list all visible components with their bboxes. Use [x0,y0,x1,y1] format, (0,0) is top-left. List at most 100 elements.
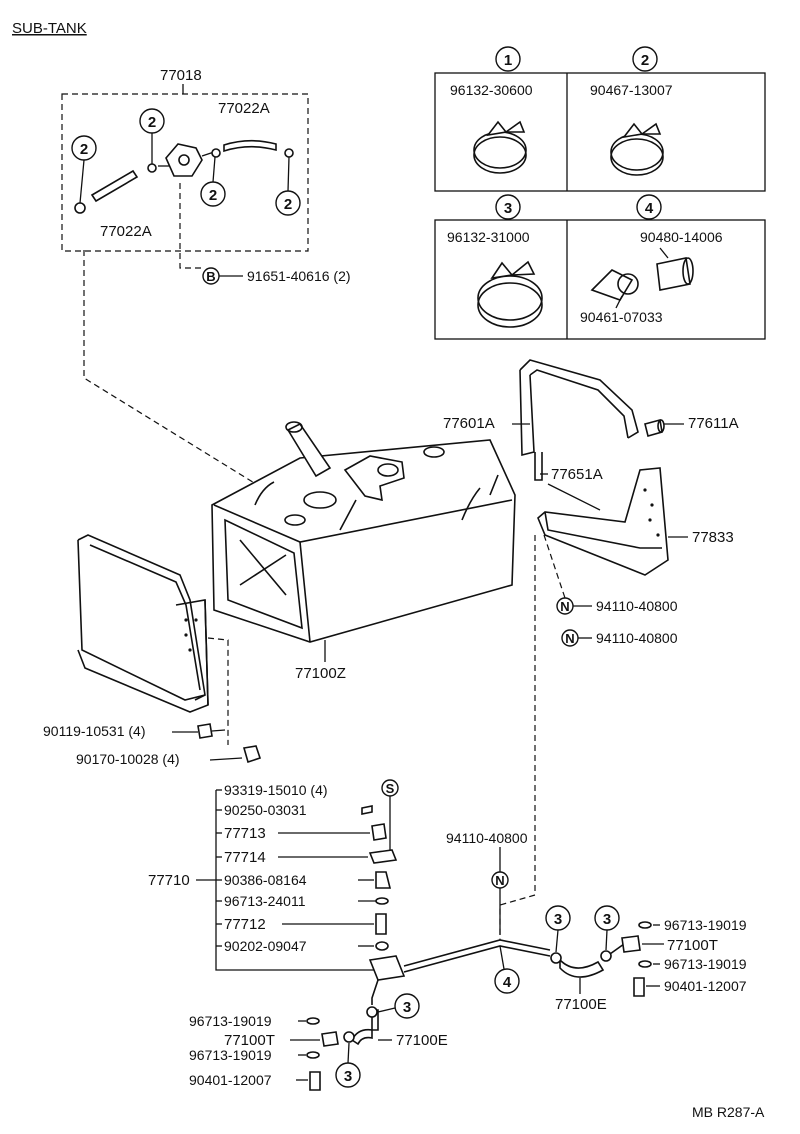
label-77710: 77710 [148,872,190,889]
callout-2-c: 2 [200,181,226,207]
hose-77100e-right [550,943,625,978]
fuel-tank-77100z [211,421,516,643]
label-96713-19019-r1: 96713-19019 [664,917,747,933]
svg-text:3: 3 [504,200,512,217]
clamp-90461-07033 [590,269,639,301]
callout-2-d: 2 [275,190,301,216]
callout-3-bottom-a: 3 [394,993,420,1019]
hose-77022a-right [223,139,277,153]
label-77712: 77712 [224,916,266,933]
callout-3-right-b: 3 [594,905,620,931]
clip-small [74,148,294,214]
bolt-90401-right [633,977,645,997]
callout-4-legend: 4 [636,194,662,220]
nut-letter-n-3: N [491,871,509,889]
svg-text:2: 2 [284,196,292,213]
label-77833: 77833 [692,529,734,546]
callout-2-a: 2 [71,135,97,161]
svg-text:B: B [206,269,215,284]
page-title: SUB-TANK [12,20,87,37]
callout-3-right-a: 3 [545,905,571,931]
label-90401-12007-bottom: 90401-12007 [189,1072,272,1088]
svg-text:1: 1 [504,52,512,69]
svg-text:2: 2 [641,52,649,69]
fuel-valve [158,143,215,177]
tank-strap-left [77,534,209,713]
label-77714: 77714 [224,849,266,866]
svg-text:N: N [495,873,504,888]
label-96713-24011: 96713-24011 [224,893,306,909]
svg-text:3: 3 [603,911,611,928]
callout-1-legend: 1 [495,46,521,72]
hose-77022a-left [90,169,139,203]
tank-strap-right [519,359,669,576]
label-90401-12007-right: 90401-12007 [664,978,747,994]
svg-text:S: S [386,781,395,796]
nut-letter-n-1: N [556,597,574,615]
fuel-line-bracket [368,955,406,1005]
callout-2-legend: 2 [632,46,658,72]
bolt-letter-b: B [202,267,220,285]
label-96713-19019-r2: 96713-19019 [664,956,747,972]
label-90461-07033: 90461-07033 [580,309,663,325]
svg-text:2: 2 [80,141,88,158]
fitting-77100t-bottom [321,1031,339,1047]
label-94110-40800-b: 94110-40800 [596,630,678,646]
hose-77100e-bottom [343,1006,379,1046]
svg-text:4: 4 [503,974,512,991]
label-77100z: 77100Z [295,665,346,682]
label-90202-09047: 90202-09047 [224,938,307,954]
label-90480-14006: 90480-14006 [640,229,723,245]
fitting-77100t-right [621,935,641,953]
label-77100t-right: 77100T [667,937,718,954]
label-77018: 77018 [160,67,202,84]
label-77100t-bottom: 77100T [224,1032,275,1049]
label-93319-15010: 93319-15010 (4) [224,782,328,798]
label-90170-10028: 90170-10028 (4) [76,751,180,767]
callout-4-line: 4 [494,968,520,994]
svg-text:3: 3 [344,1068,352,1085]
svg-text:2: 2 [148,114,156,131]
label-96713-19019-b2: 96713-19019 [189,1047,272,1063]
label-90250-03031: 90250-03031 [224,802,307,818]
clamp-96132-30600 [473,120,527,174]
clamp-legend-box [434,72,766,340]
callout-3-legend: 3 [495,194,521,220]
bolt-90401-bottom [309,1071,321,1091]
clamp-90467-13007 [610,122,664,176]
label-77651a: 77651A [551,466,603,483]
label-94110-40800-a: 94110-40800 [596,598,678,614]
svg-text:3: 3 [554,911,562,928]
label-77713: 77713 [224,825,266,842]
label-77022a-top: 77022A [218,100,270,117]
sleeve-90480-14006 [656,257,694,291]
label-94110-40800-c: 94110-40800 [446,830,528,846]
bolt-90119 [197,723,226,739]
label-77611a: 77611A [688,415,739,432]
svg-text:N: N [565,631,574,646]
label-90119-10531: 90119-10531 (4) [43,723,145,739]
svg-text:2: 2 [209,187,217,204]
assembly-77018-box [61,93,309,252]
label-90467-13007: 90467-13007 [590,82,673,98]
svg-text:4: 4 [645,200,654,217]
label-77022a-bottom: 77022A [100,223,152,240]
label-96132-31000: 96132-31000 [447,229,530,245]
nut-letter-n-2: N [561,629,579,647]
nut-90170 [242,745,262,764]
diagram-code: MB R287-A [692,1104,765,1120]
label-91651: 91651-40616 (2) [247,268,351,284]
label-77100e-right: 77100E [555,996,607,1013]
callout-3-bottom-b: 3 [335,1062,361,1088]
screw-letter-s: S [381,779,399,797]
label-77100e-bottom: 77100E [396,1032,448,1049]
svg-text:3: 3 [403,999,411,1016]
callout-2-b: 2 [139,108,165,134]
clamp-96132-31000 [477,260,543,328]
label-96713-19019-b1: 96713-19019 [189,1013,272,1029]
label-96132-30600: 96132-30600 [450,82,533,98]
label-77601a: 77601A [443,415,495,432]
label-90386-08164: 90386-08164 [224,872,307,888]
cap-77611a [644,419,665,437]
